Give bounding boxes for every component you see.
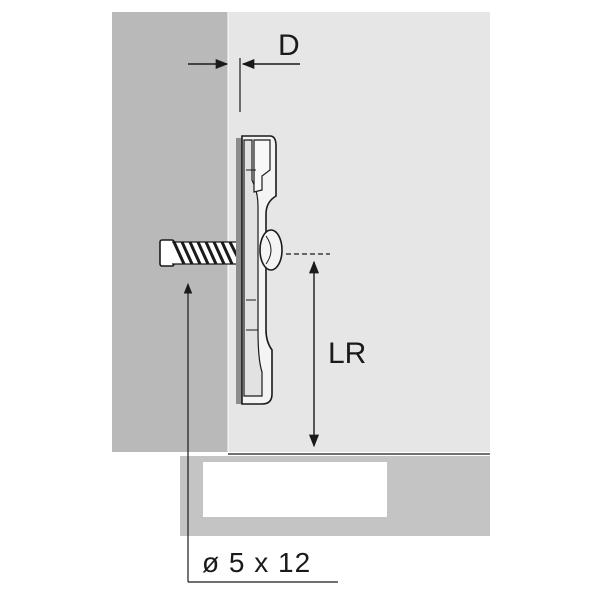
screw-spec-callout: ø 5 x 12 (183, 282, 338, 583)
depth-dimension: D (188, 29, 300, 112)
depth-label: D (278, 29, 300, 62)
screw-spec-label: ø 5 x 12 (202, 547, 311, 578)
mounting-plate (236, 135, 283, 405)
lr-label: LR (328, 337, 366, 370)
lower-panel-opening (203, 462, 387, 517)
cabinet-side-panel (112, 12, 228, 452)
lr-dimension: LR (286, 253, 366, 448)
screw (159, 239, 240, 267)
